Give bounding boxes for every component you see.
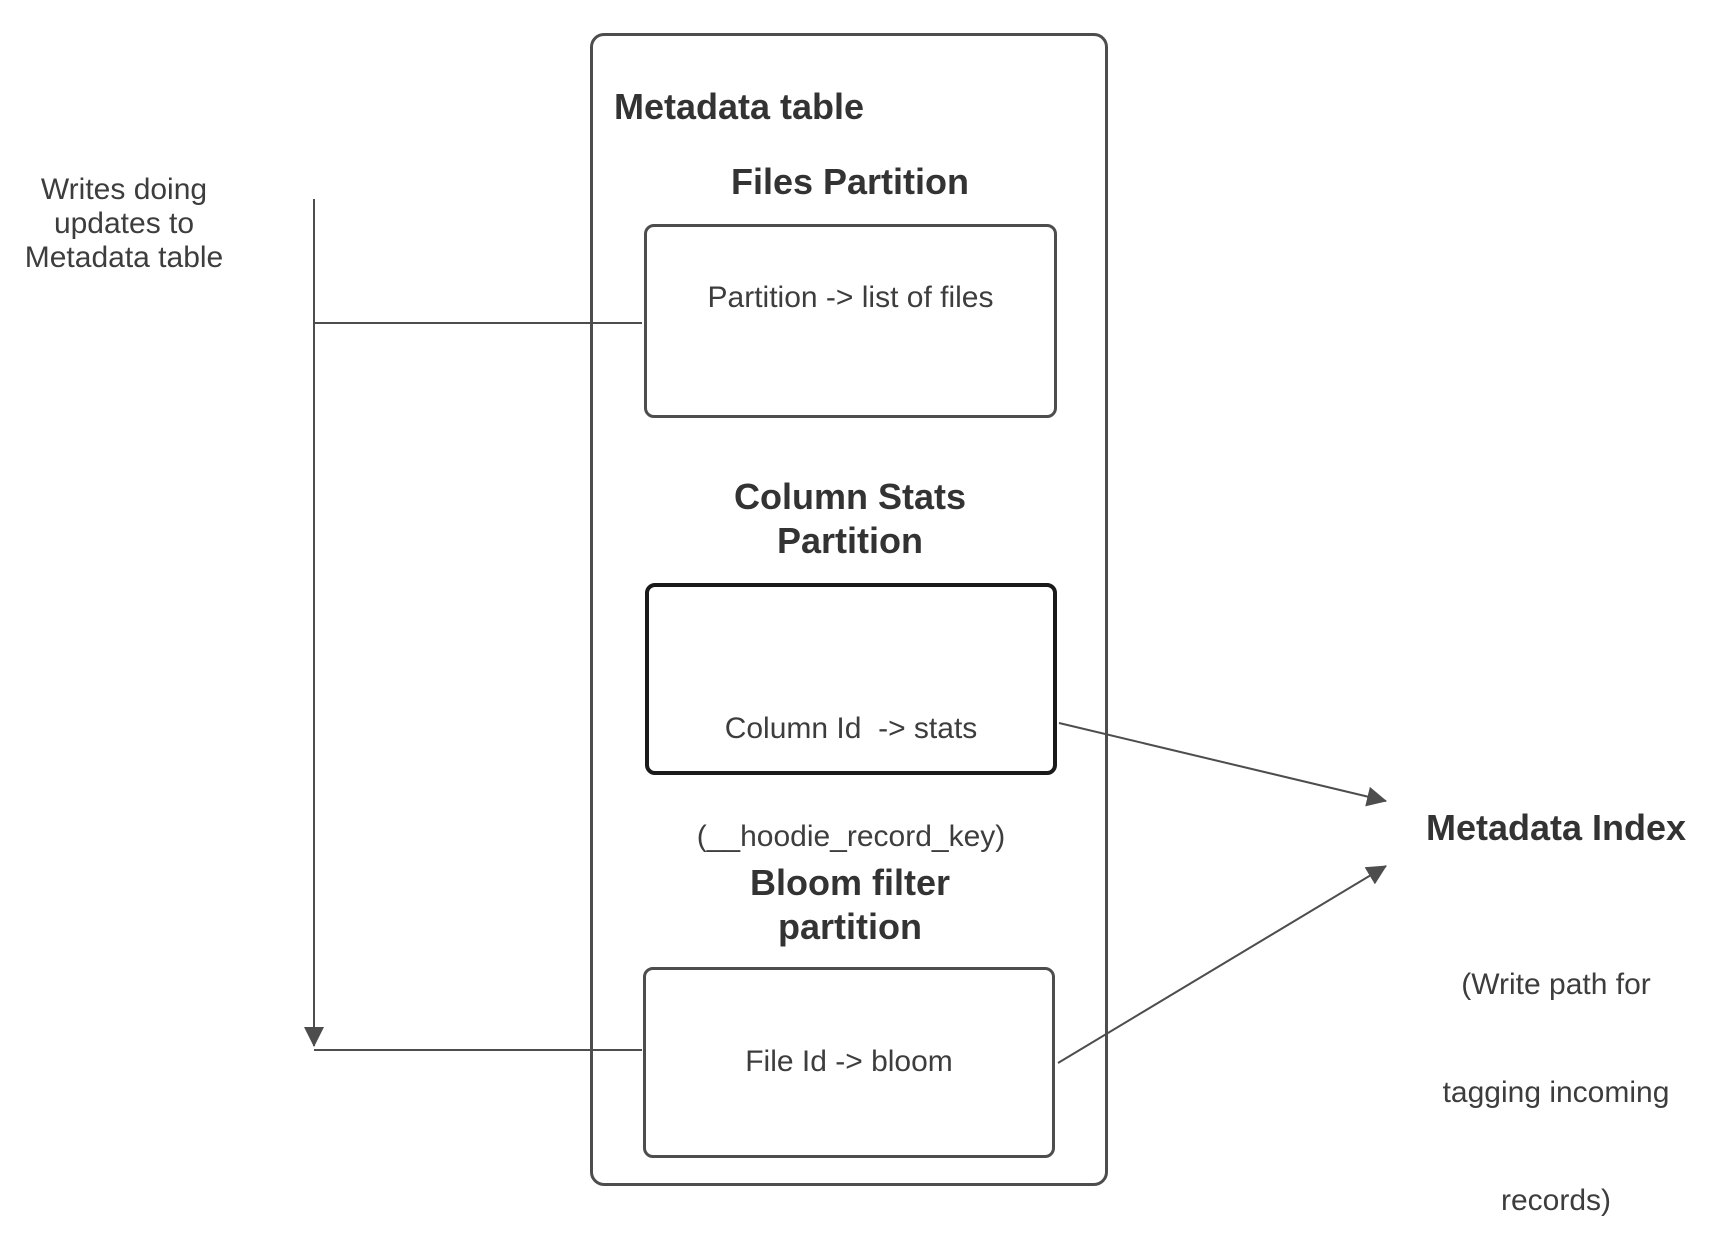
bloom-filter-heading-line: Bloom filter [749,862,950,903]
metadata-index-title: Metadata Index [1425,807,1687,848]
files-partition-box [644,224,1057,418]
column-stats-to-metadata-index-arrow [1058,722,1387,807]
writes-annotation-line: updates to [53,207,195,240]
bloom-filter-heading-line: partition [778,906,922,947]
column-stats-partition-box [645,583,1057,775]
column-stats-heading-line: Partition [776,520,923,561]
bloom-filter-partition-box [643,967,1055,1158]
bloom-filter-partition-box-text: File Id -> bloom [745,1045,953,1078]
metadata-index-note-line: records) [1500,1184,1612,1217]
metadata-index-note-line: tagging incoming [1442,1076,1670,1109]
metadata-index-note-line: (Write path for [1461,968,1651,1001]
writes-annotation-line: Writes doing [40,173,208,206]
column-stats-partition-box-text: Column Id -> stats (__hoodie_record_key) [645,639,1057,927]
bloom-filter-partition-heading: Bloom filter partition [644,861,1056,949]
files-partition-heading: Files Partition [730,161,970,202]
metadata-index-note: (Write path for tagging incoming records… [1396,895,1716,1244]
writes-annotation-line: Metadata table [24,241,224,274]
writes-annotation: Writes doing updates to Metadata table [18,173,230,275]
files-partition-box-text: Partition -> list of files [707,281,994,314]
column-stats-box-line: (__hoodie_record_key) [696,820,1006,853]
metadata-table-title: Metadata table [614,86,865,127]
column-stats-box-line: Column Id -> stats [724,712,978,745]
bloom-to-metadata-index-arrow [1057,865,1387,1064]
metadata-table-container [590,33,1108,1186]
column-stats-partition-heading: Column Stats Partition [644,475,1056,563]
column-stats-heading-line: Column Stats [733,476,966,517]
